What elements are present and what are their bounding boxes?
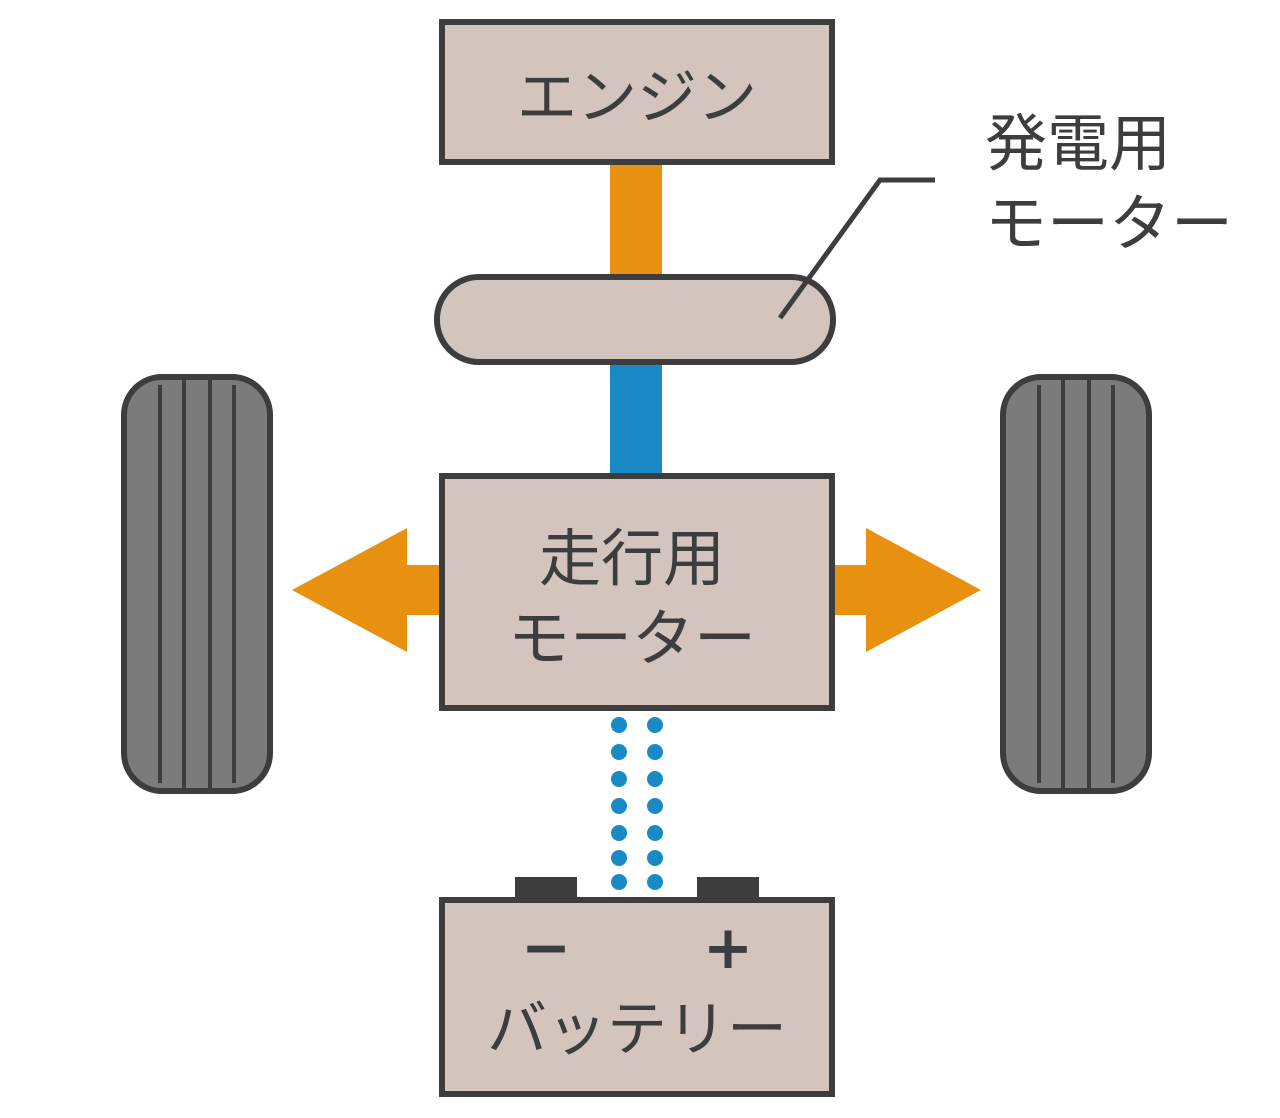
- left-power-arrow: [292, 528, 440, 652]
- battery-minus-sign: −: [521, 913, 571, 983]
- drive-motor-label-line1: 走行用: [539, 522, 725, 595]
- engine-label: エンジン: [517, 63, 757, 133]
- engine-shaft: [610, 165, 662, 277]
- left-tire: [121, 374, 273, 794]
- generator-motor-label-line1: 発電用: [985, 107, 1171, 180]
- generator-motor-label-line2: モーター: [985, 187, 1233, 260]
- drive-motor-label-line2: モーター: [508, 602, 756, 675]
- generator-motor: [434, 274, 836, 365]
- right-power-arrow: [832, 528, 981, 652]
- battery-box: − + バッテリー: [439, 897, 835, 1097]
- right-tire: [1000, 374, 1152, 794]
- electric-link: [610, 362, 662, 474]
- battery-electric-link: [611, 717, 663, 890]
- engine-box: エンジン: [439, 19, 835, 165]
- battery-label: バッテリー: [487, 995, 787, 1065]
- battery-plus-sign: +: [703, 913, 753, 983]
- drive-motor-box: 走行用 モーター: [439, 473, 835, 711]
- generator-leader-line: [777, 177, 935, 320]
